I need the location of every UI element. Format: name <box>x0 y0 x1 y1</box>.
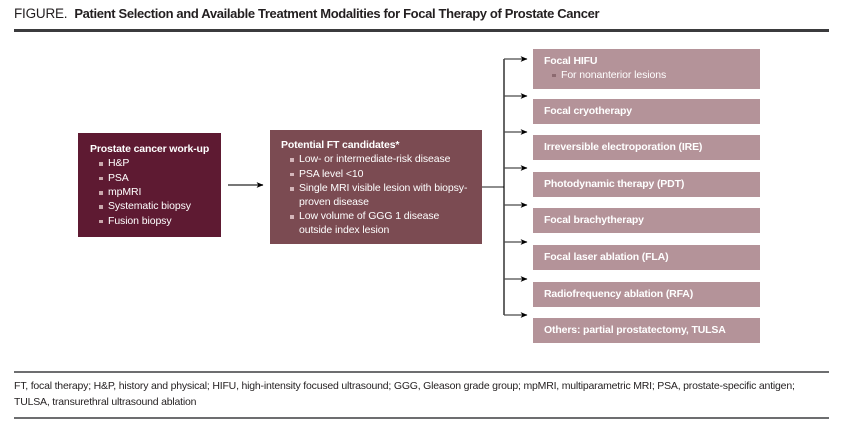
node-title: Photodynamic therapy (PDT) <box>544 178 685 190</box>
node-title: Focal laser ablation (FLA) <box>544 251 669 263</box>
flowchart-diagram: Prostate cancer work-up H&P PSA mpMRI Sy… <box>0 34 843 366</box>
node-prostate-cancer-workup: Prostate cancer work-up H&P PSA mpMRI Sy… <box>78 133 221 237</box>
node-title: Potential FT candidates* <box>281 139 400 151</box>
list-item: PSA <box>99 172 211 186</box>
node-modality-photodynamic-therapy: Photodynamic therapy (PDT) <box>533 172 760 198</box>
node-modality-radiofrequency-ablation: Radiofrequency ablation (RFA) <box>533 282 760 308</box>
node-title: Irreversible electroporation (IRE) <box>544 141 703 153</box>
modality-item-list: For nonanterior lesions <box>544 69 751 83</box>
abbreviations-footnote: FT, focal therapy; H&P, history and phys… <box>14 380 795 408</box>
candidates-item-list: Low- or intermediate-risk disease PSA le… <box>281 153 474 238</box>
node-potential-ft-candidates: Potential FT candidates* Low- or interme… <box>270 130 482 244</box>
list-item: For nonanterior lesions <box>552 69 751 83</box>
list-item: Systematic biopsy <box>99 200 211 214</box>
page-title: Patient Selection and Available Treatmen… <box>74 6 600 21</box>
node-modality-focal-cryotherapy: Focal cryotherapy <box>533 99 760 125</box>
list-item: Single MRI visible lesion with biopsy-pr… <box>290 182 474 210</box>
node-title: Prostate cancer work-up <box>90 143 210 155</box>
workup-item-list: H&P PSA mpMRI Systematic biopsy Fusion b… <box>90 157 211 229</box>
node-modality-focal-hifu: Focal HIFU For nonanterior lesions <box>533 49 760 89</box>
list-item: mpMRI <box>99 186 211 200</box>
list-item: PSA level <10 <box>290 168 474 182</box>
node-title: Focal cryotherapy <box>544 105 632 117</box>
node-modality-others: Others: partial prostatectomy, TULSA <box>533 318 760 344</box>
figure-header: FIGURE. Patient Selection and Available … <box>14 6 829 28</box>
footnote-bottom-divider <box>14 417 829 419</box>
figure-label: FIGURE. <box>14 6 68 21</box>
node-modality-irreversible-electroporation: Irreversible electroporation (IRE) <box>533 135 760 161</box>
list-item: Low- or intermediate-risk disease <box>290 153 474 167</box>
footnote-top-divider <box>14 371 829 373</box>
node-title: Focal HIFU <box>544 55 598 67</box>
node-title: Focal brachytherapy <box>544 214 644 226</box>
node-title: Others: partial prostatectomy, TULSA <box>544 324 726 336</box>
node-modality-focal-brachytherapy: Focal brachytherapy <box>533 208 760 234</box>
list-item: Low volume of GGG 1 disease outside inde… <box>290 210 474 238</box>
list-item: Fusion biopsy <box>99 215 211 229</box>
node-title: Radiofrequency ablation (RFA) <box>544 288 694 300</box>
list-item: H&P <box>99 157 211 171</box>
header-divider <box>14 29 829 32</box>
node-modality-focal-laser-ablation: Focal laser ablation (FLA) <box>533 245 760 271</box>
